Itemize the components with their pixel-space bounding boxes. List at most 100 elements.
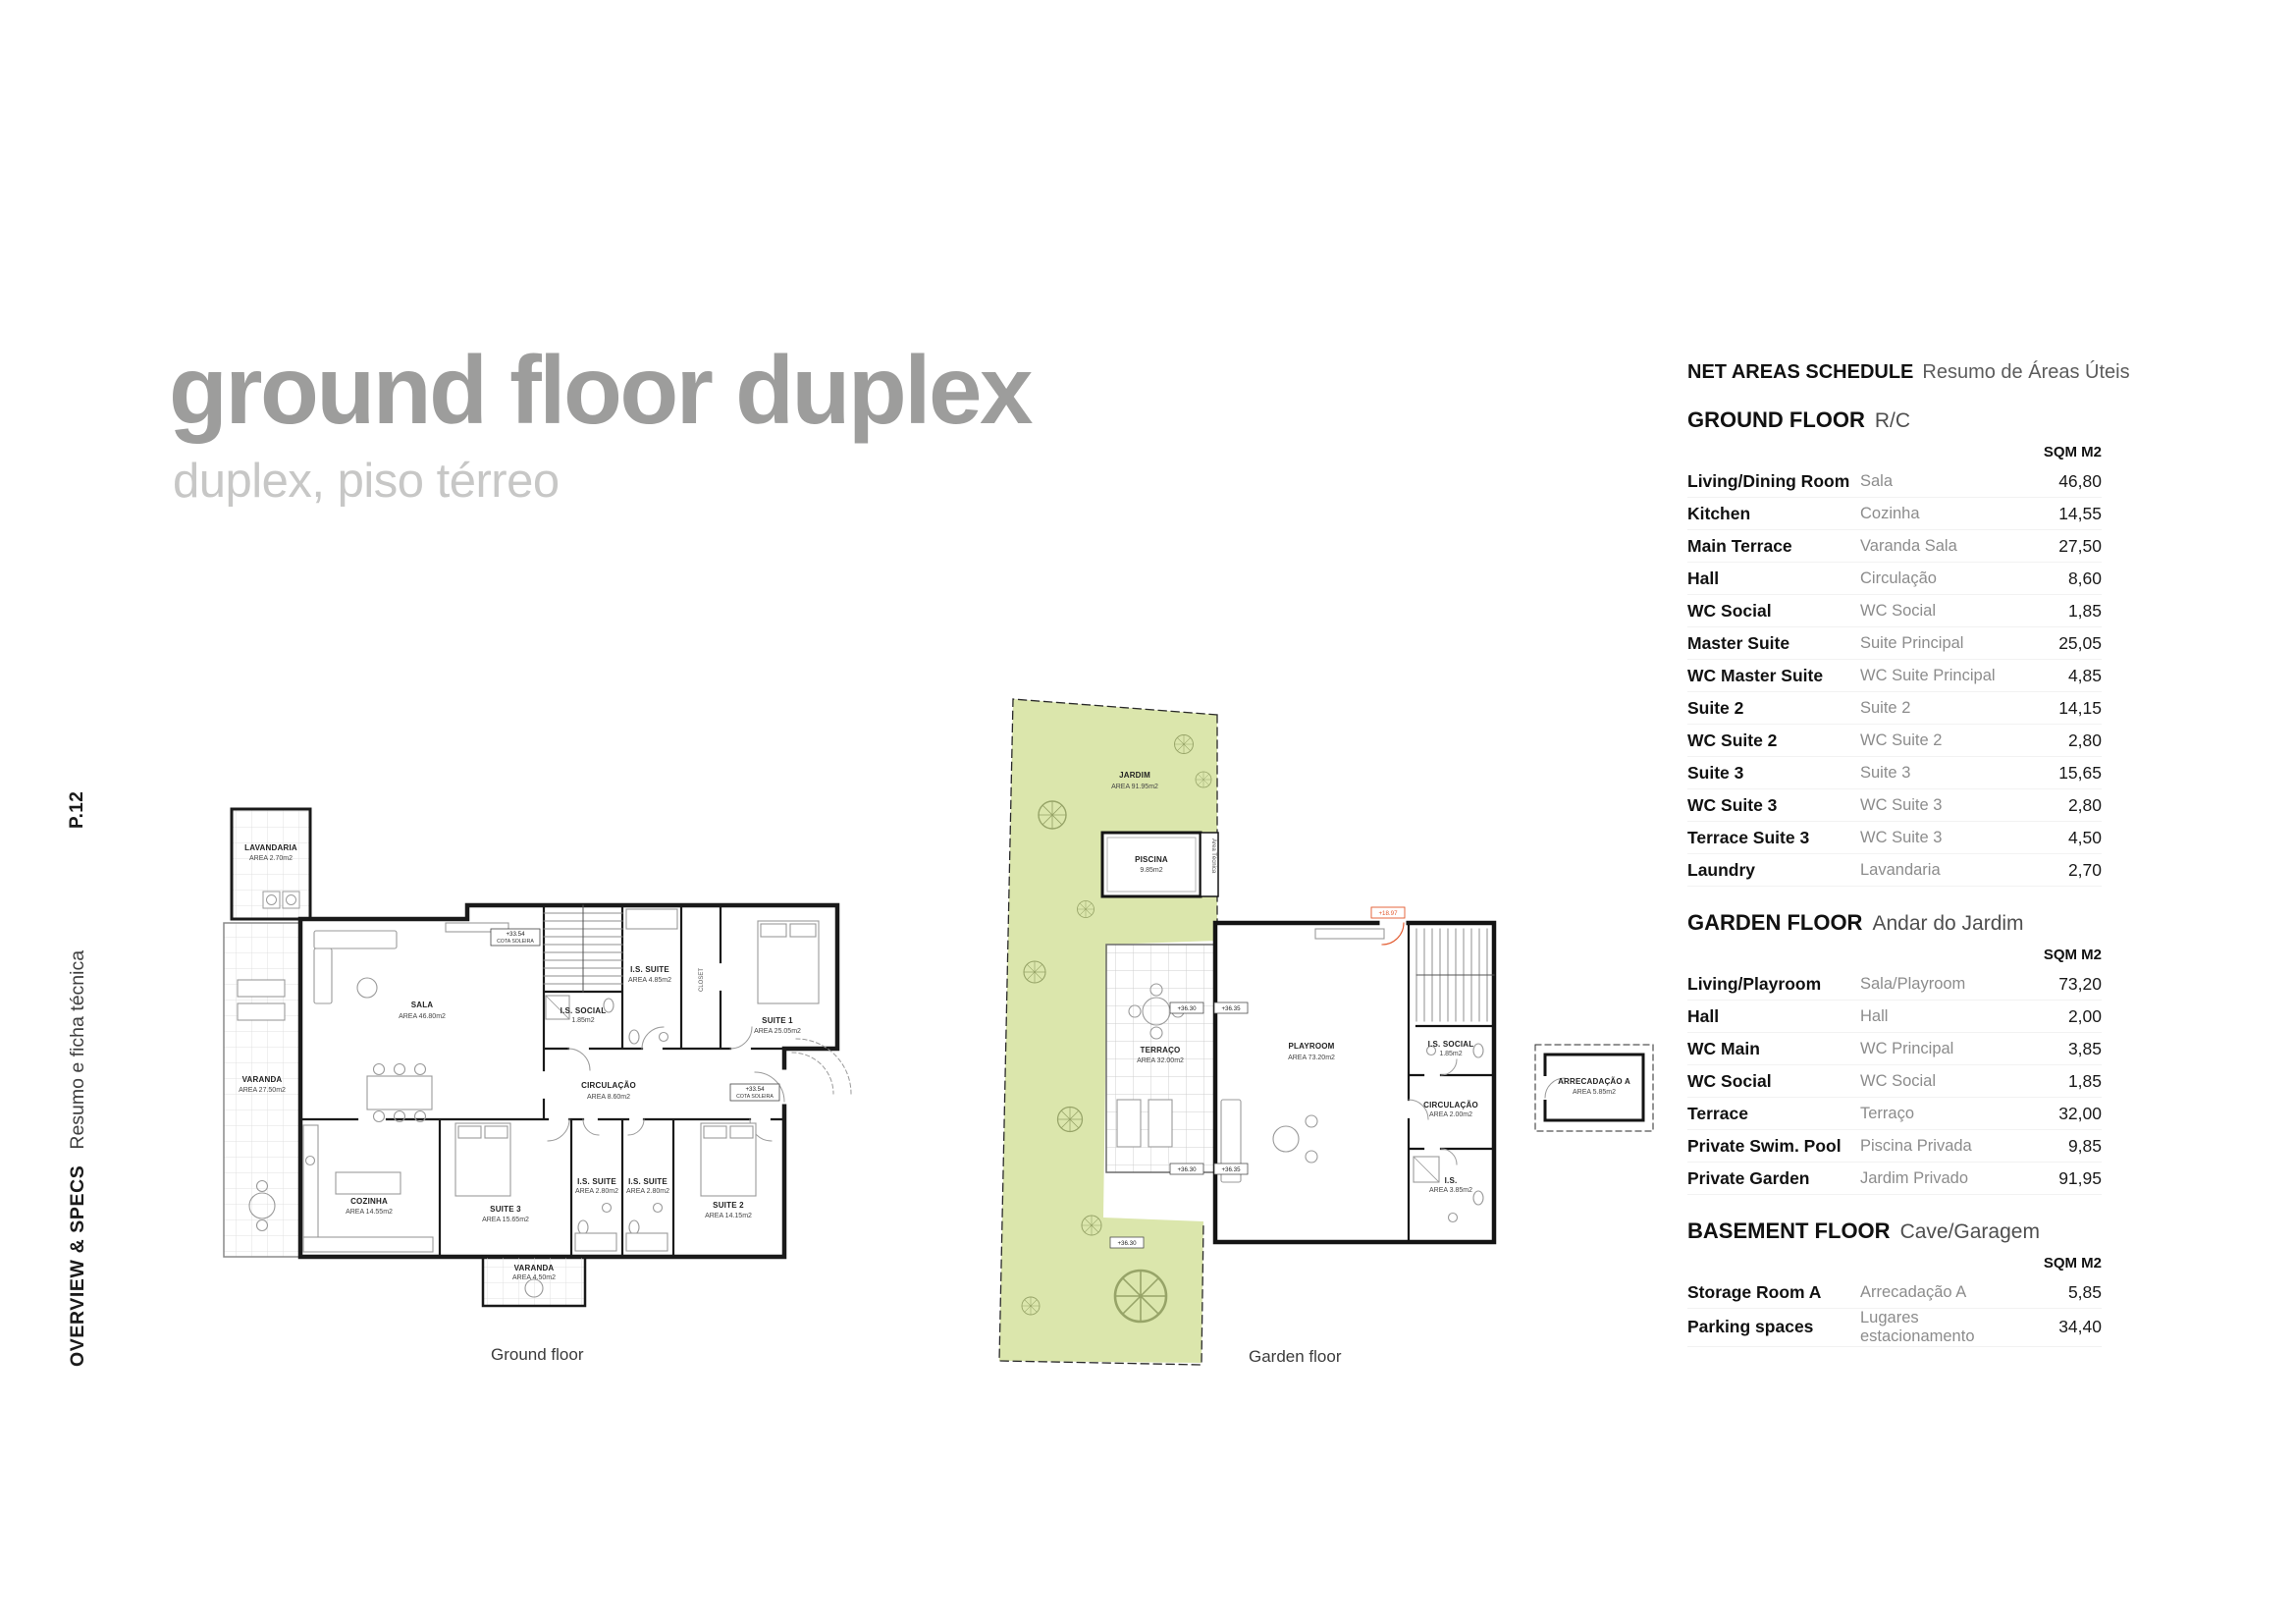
room-area-sqm: 14,55 (2058, 503, 2102, 523)
garden-room-labels: JARDIM AREA 91.95m2 PISCINA 9.85m2 Área … (1111, 771, 1630, 1194)
label-wc-master: I.S. SUITE (630, 965, 669, 974)
svg-text:1.85m2: 1.85m2 (1439, 1051, 1462, 1057)
room-area-sqm: 3,85 (2067, 1038, 2102, 1058)
room-name-pt: Terraço (1860, 1104, 1915, 1122)
room-area-sqm: 8,60 (2067, 568, 2102, 588)
svg-text:AREA 8.60m2: AREA 8.60m2 (587, 1094, 630, 1101)
svg-text:AREA 32.00m2: AREA 32.00m2 (1137, 1057, 1184, 1064)
main-terrace (223, 922, 301, 1258)
room-name-pt: WC Suite 3 (1860, 828, 1943, 846)
label-garden: JARDIM (1119, 771, 1150, 780)
room-name-en: Kitchen (1687, 503, 1751, 523)
unit-header: SQM M2 (2043, 444, 2102, 460)
room-area-sqm: 2,00 (2067, 1005, 2102, 1026)
svg-text:AREA 2.80m2: AREA 2.80m2 (575, 1188, 618, 1195)
svg-text:AREA 5.85m2: AREA 5.85m2 (1573, 1089, 1616, 1096)
room-area-sqm: 1,85 (2067, 1070, 2102, 1091)
svg-text:AREA 14.15m2: AREA 14.15m2 (705, 1213, 752, 1219)
svg-text:AREA 2.80m2: AREA 2.80m2 (626, 1188, 669, 1195)
svg-text:1.85m2: 1.85m2 (571, 1017, 594, 1024)
interior-walls (298, 903, 786, 1259)
label-closet: CLOSET (699, 968, 705, 992)
room-name-pt: Lugares estacionamento (1860, 1309, 1975, 1345)
svg-text:AREA 3.85m2: AREA 3.85m2 (1429, 1187, 1472, 1194)
svg-text:AREA 91.95m2: AREA 91.95m2 (1111, 784, 1158, 790)
stair-door-swing (1381, 922, 1405, 946)
room-name-en: Suite 2 (1687, 697, 1744, 718)
room-name-pt: WC Suite 3 (1860, 795, 1943, 814)
section-vertical-label: OVERVIEW & SPECSResumo e ficha técnica (67, 950, 89, 1367)
garden-furniture (1116, 928, 1484, 1223)
label-terrace-suite3: VARANDA (514, 1264, 555, 1272)
label-kitchen: COZINHA (350, 1197, 388, 1206)
svg-text:AREA 14.55m2: AREA 14.55m2 (346, 1209, 393, 1216)
room-name-en: WC Social (1687, 600, 1772, 621)
room-area-sqm: 91,95 (2058, 1167, 2102, 1188)
room-name-pt: WC Suite Principal (1860, 666, 1996, 684)
room-name-en: WC Master Suite (1687, 665, 1824, 685)
svg-text:AREA 4.50m2: AREA 4.50m2 (512, 1274, 556, 1281)
label-wc-social: I.S. SOCIAL (561, 1006, 607, 1015)
label-wc-suite3: I.S. SUITE (577, 1177, 616, 1186)
room-name-en: WC Social (1687, 1070, 1772, 1091)
schedule-title-pt: Resumo de Áreas Úteis (1922, 361, 2130, 383)
label-storage: ARRECADAÇÃO A (1558, 1077, 1630, 1086)
label-pool: PISCINA (1135, 855, 1168, 864)
room-name-en: Master Suite (1687, 632, 1790, 653)
page-title: ground floor duplex (169, 336, 1033, 444)
label-suite2: SUITE 2 (713, 1201, 744, 1210)
label-wc-social: I.S. SOCIAL (1428, 1040, 1474, 1049)
room-name-pt: WC Principal (1860, 1039, 1954, 1057)
room-name-en: Suite 3 (1687, 762, 1744, 783)
ground-floor-plan-svg: +33.54 COTA SOLEIRA +33.54 COTA SOLEIRA … (223, 807, 852, 1308)
svg-text:+33.54: +33.54 (506, 931, 525, 938)
svg-text:COTA SOLEIRA: COTA SOLEIRA (736, 1094, 774, 1100)
label-suite3: SUITE 3 (490, 1205, 521, 1214)
label-laundry: LAVANDARIA (244, 843, 297, 852)
room-name-pt: WC Social (1860, 601, 1937, 620)
room-name-en: Laundry (1687, 859, 1756, 880)
label-technical-area: Área Técnica (1210, 839, 1217, 874)
label-wc-main: I.S. (1445, 1176, 1458, 1185)
room-area-sqm: 27,50 (2058, 535, 2102, 556)
table-row: Terrace Suite 3 WC Suite 3 4,50 (1687, 822, 2102, 854)
room-name-en: Parking spaces (1687, 1317, 1814, 1337)
level-marker: +33.54 COTA SOLEIRA (490, 928, 541, 947)
svg-text:+36.35: +36.35 (1221, 1005, 1241, 1012)
svg-text:AREA 27.50m2: AREA 27.50m2 (239, 1087, 286, 1094)
room-area-sqm: 2,80 (2067, 794, 2102, 815)
svg-text:+18.97: +18.97 (1378, 910, 1398, 917)
room-area-sqm: 2,80 (2067, 730, 2102, 750)
level-marker: +33.54 COTA SOLEIRA (729, 1083, 780, 1102)
room-name-en: Terrace Suite 3 (1687, 827, 1810, 847)
garden-floor-plan: +36.30 +36.35 +36.30 +36.35 +36.30 +18.9… (991, 687, 1669, 1394)
svg-text:+36.30: +36.30 (1117, 1240, 1137, 1247)
room-name-pt: Sala (1860, 471, 1894, 490)
room-name-pt: Arrecadação A (1860, 1282, 1967, 1301)
room-area-sqm: 4,50 (2067, 827, 2102, 847)
svg-text:AREA 25.05m2: AREA 25.05m2 (754, 1028, 801, 1035)
